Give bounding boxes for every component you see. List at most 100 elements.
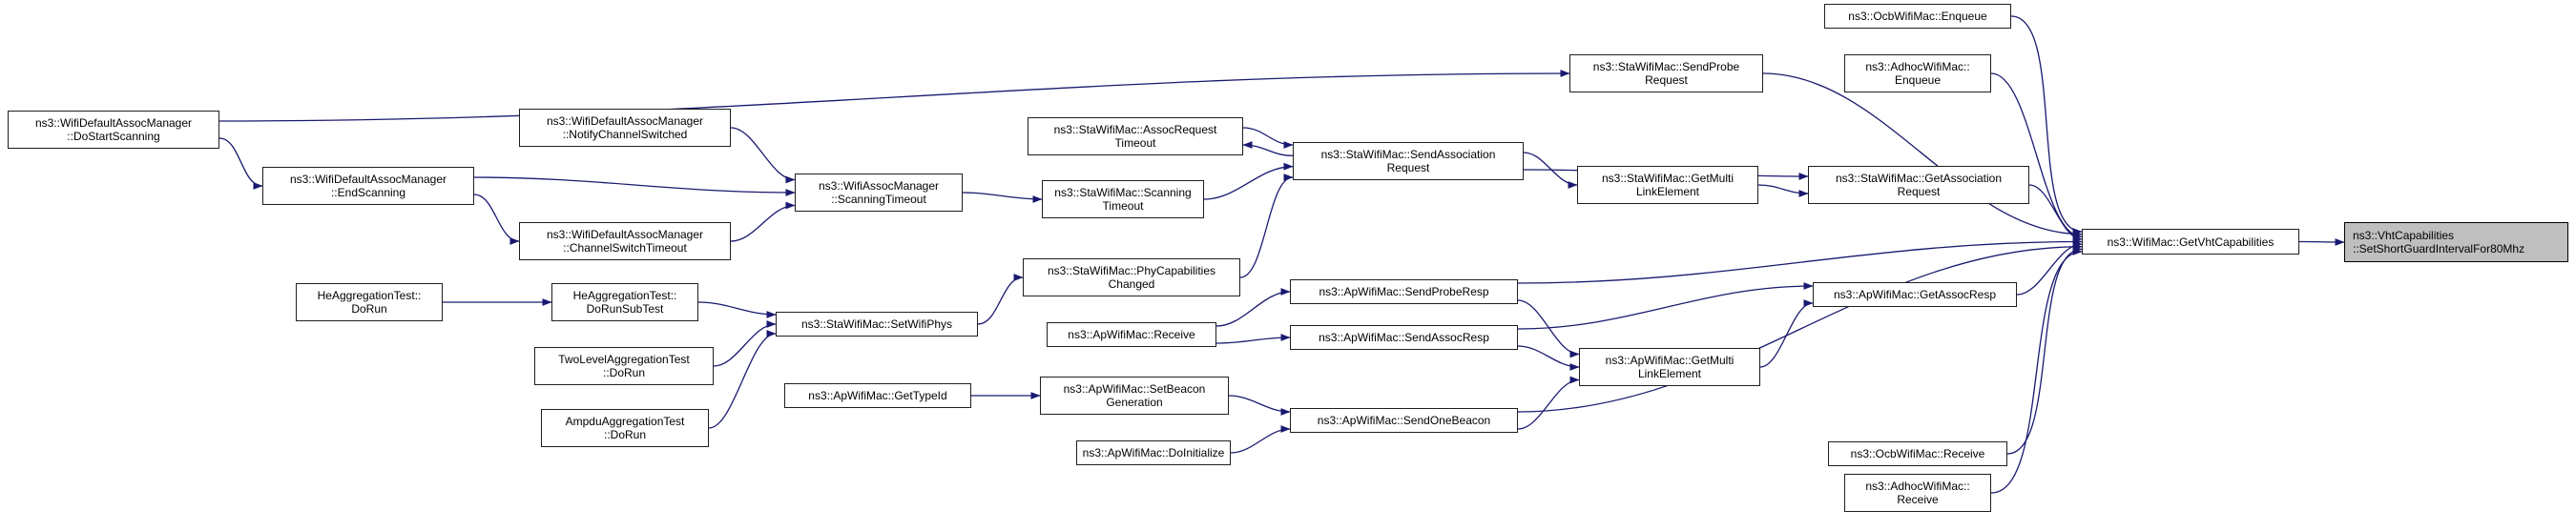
graph-node-apSendAssocResp[interactable]: ns3::ApWifiMac::SendAssocResp xyxy=(1290,325,1518,350)
graph-node-twoLevelDoRun[interactable]: TwoLevelAggregationTest::DoRun xyxy=(534,347,714,385)
node-label-line: ns3::OcbWifiMac::Receive xyxy=(1850,447,1985,460)
call-edge-sendProbeRequest-to-getVhtCapabilities xyxy=(1762,72,2083,238)
node-label-line: Generation xyxy=(1106,396,1163,409)
call-edge-apReceive-to-apSendAssocResp xyxy=(1215,334,1291,344)
node-label-line: ::NotifyChannelSwitched xyxy=(562,128,688,141)
call-edge-ocbReceive-to-getVhtCapabilities xyxy=(2006,245,2083,455)
graph-node-apGetAssocResp[interactable]: ns3::ApWifiMac::GetAssocResp xyxy=(1813,282,2017,307)
node-label-line: AmpduAggregationTest xyxy=(565,415,685,428)
graph-node-notifyChannelSwitched[interactable]: ns3::WifiDefaultAssocManager::NotifyChan… xyxy=(519,109,731,147)
call-edge-getVhtCapabilities-to-target xyxy=(2298,238,2345,246)
call-edge-endScanning-to-scanningTimeout xyxy=(473,176,796,196)
graph-node-doStartScanning[interactable]: ns3::WifiDefaultAssocManager::DoStartSca… xyxy=(8,111,219,149)
node-label-line: Request xyxy=(1386,161,1430,174)
call-edge-adhocEnqueue-to-getVhtCapabilities xyxy=(1990,72,2083,241)
graph-node-scanningTimeout[interactable]: ns3::WifiAssocManager::ScanningTimeout xyxy=(795,174,963,212)
call-edge-ampduDoRun-to-setWifiPhys xyxy=(708,330,777,429)
call-edge-adhocReceive-to-getVhtCapabilities xyxy=(1990,248,2083,494)
node-label-line: HeAggregationTest:: xyxy=(572,289,677,302)
call-edge-twoLevelDoRun-to-setWifiPhys xyxy=(713,320,777,367)
call-edge-endScanning-to-channelSwitchTimeout xyxy=(473,194,520,245)
node-label-line: ::DoStartScanning xyxy=(67,130,160,143)
node-label-line: ns3::StaWifiMac::AssocRequest xyxy=(1053,123,1217,136)
call-edge-sendOneBeacon-to-getVhtCapabilities xyxy=(1517,242,2083,413)
graph-node-getVhtCapabilities[interactable]: ns3::WifiMac::GetVhtCapabilities xyxy=(2082,229,2299,255)
node-label-line: ns3::StaWifiMac::Scanning xyxy=(1054,186,1192,199)
node-label-line: ns3::WifiAssocManager xyxy=(818,179,940,193)
graph-node-sendOneBeacon[interactable]: ns3::ApWifiMac::SendOneBeacon xyxy=(1290,408,1518,433)
graph-node-endScanning[interactable]: ns3::WifiDefaultAssocManager::EndScannin… xyxy=(262,167,474,205)
node-label-line: Timeout xyxy=(1114,136,1156,150)
call-edge-doStartScanning-to-sendProbeRequest xyxy=(218,70,1570,122)
node-label-line: ns3::StaWifiMac::SendAssociation xyxy=(1320,148,1496,161)
node-label-line: ns3::AdhocWifiMac:: xyxy=(1865,60,1970,73)
node-label-line: ns3::ApWifiMac::DoInitialize xyxy=(1082,446,1225,460)
node-label-line: ::DoRun xyxy=(602,366,646,379)
call-edge-assocRequestTimeout-to-sendAssociationRequest xyxy=(1242,127,1294,149)
node-label-line: ns3::WifiDefaultAssocManager xyxy=(34,116,193,130)
call-edge-staGetMultiLink-to-getAssociationRequest xyxy=(1757,184,1809,197)
call-edge-staScanningTimeout-to-sendAssociationRequest xyxy=(1203,162,1294,200)
graph-node-channelSwitchTimeout[interactable]: ns3::WifiDefaultAssocManager::ChannelSwi… xyxy=(519,222,731,260)
node-label-line: ns3::ApWifiMac::SendAssocResp xyxy=(1319,331,1489,344)
node-label-line: ns3::StaWifiMac::SetWifiPhys xyxy=(800,317,953,331)
node-label-line: DoRun xyxy=(351,302,387,316)
node-label-line: Timeout xyxy=(1102,199,1144,213)
graph-node-adhocReceive[interactable]: ns3::AdhocWifiMac::Receive xyxy=(1844,474,1991,512)
graph-node-apGetTypeId[interactable]: ns3::ApWifiMac::GetTypeId xyxy=(784,383,971,408)
call-edge-setBeaconGeneration-to-sendOneBeacon xyxy=(1228,395,1291,416)
node-label-line: HeAggregationTest:: xyxy=(317,289,422,302)
call-edge-apSendAssocResp-to-apGetMultiLink xyxy=(1517,345,1580,371)
node-label-line: ns3::ApWifiMac::SendOneBeacon xyxy=(1317,414,1491,427)
node-label-line: ns3::WifiDefaultAssocManager xyxy=(546,228,704,241)
call-edge-sendAssociationRequest-to-assocRequestTimeout xyxy=(1242,141,1294,156)
call-edge-ocbEnqueue-to-getVhtCapabilities xyxy=(2010,15,2083,235)
graph-node-adhocEnqueue[interactable]: ns3::AdhocWifiMac::Enqueue xyxy=(1844,54,1991,92)
node-label-line: ::ScanningTimeout xyxy=(831,193,926,206)
call-edge-heDoRunSubTest-to-setWifiPhys xyxy=(697,301,777,318)
graph-node-ocbReceive[interactable]: ns3::OcbWifiMac::Receive xyxy=(1828,441,2007,466)
node-label-line: Request xyxy=(1897,185,1941,198)
node-label-line: ns3::StaWifiMac::SendProbe xyxy=(1592,60,1740,73)
node-label-line: Enqueue xyxy=(1894,73,1942,87)
node-label-line: ::EndScanning xyxy=(330,186,406,199)
graph-node-heDoRun[interactable]: HeAggregationTest::DoRun xyxy=(296,283,443,321)
node-label-line: ns3::ApWifiMac::GetMulti xyxy=(1605,354,1735,367)
graph-node-apSendProbeResp[interactable]: ns3::ApWifiMac::SendProbeResp xyxy=(1290,279,1518,304)
node-label-line: ns3::ApWifiMac::GetTypeId xyxy=(808,389,947,402)
node-label-line: TwoLevelAggregationTest xyxy=(558,353,690,366)
graph-node-ampduDoRun[interactable]: AmpduAggregationTest::DoRun xyxy=(541,409,709,447)
node-label-line: ns3::StaWifiMac::GetMulti xyxy=(1601,172,1735,185)
graph-node-ocbEnqueue[interactable]: ns3::OcbWifiMac::Enqueue xyxy=(1824,4,2011,29)
node-label-line: ns3::ApWifiMac::SendProbeResp xyxy=(1319,285,1489,298)
node-label-line: ns3::ApWifiMac::SetBeacon xyxy=(1063,382,1206,396)
node-label-line: ns3::AdhocWifiMac:: xyxy=(1865,480,1970,493)
node-label-line: Request xyxy=(1645,73,1688,87)
node-label-line: ::SetShortGuardIntervalFor80Mhz xyxy=(2353,242,2525,255)
node-label-line: ns3::VhtCapabilities xyxy=(2353,229,2455,242)
call-edge-apDoInitialize-to-sendOneBeacon xyxy=(1230,425,1291,454)
graph-node-apReceive[interactable]: ns3::ApWifiMac::Receive xyxy=(1047,322,1216,347)
graph-node-heDoRunSubTest[interactable]: HeAggregationTest::DoRunSubTest xyxy=(551,283,698,321)
call-edge-apSendProbeResp-to-getVhtCapabilities xyxy=(1517,237,2083,284)
node-label-line: ::DoRun xyxy=(603,428,647,441)
node-label-line: ns3::WifiDefaultAssocManager xyxy=(289,173,447,186)
graph-node-setWifiPhys[interactable]: ns3::StaWifiMac::SetWifiPhys xyxy=(776,312,978,337)
node-label-line: ::ChannelSwitchTimeout xyxy=(563,241,687,255)
node-label-line: LinkElement xyxy=(1635,185,1700,198)
graph-node-apDoInitialize[interactable]: ns3::ApWifiMac::DoInitialize xyxy=(1076,440,1231,465)
call-edge-setWifiPhys-to-phyCapabilitiesChanged xyxy=(977,274,1024,325)
call-edge-scanningTimeout-to-staScanningTimeout xyxy=(962,192,1043,203)
node-label-line: ns3::OcbWifiMac::Enqueue xyxy=(1848,10,1987,23)
